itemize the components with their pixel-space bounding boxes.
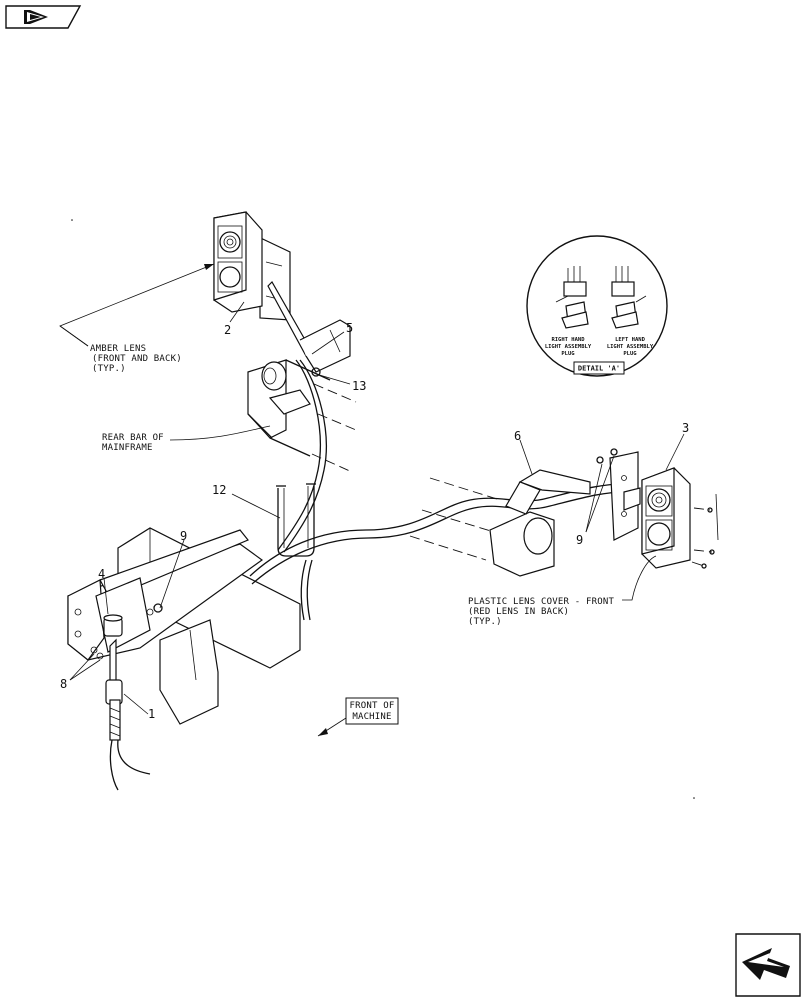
- part-number-5: 5: [346, 321, 353, 335]
- amber-lens-label-line2: (FRONT AND BACK): [92, 354, 182, 364]
- part-number-12: 12: [212, 483, 226, 497]
- part-number-6: 6: [514, 429, 521, 443]
- detail-a-view: RIGHT HAND LIGHT ASSEMBLY PLUG LEFT HAND…: [526, 235, 668, 377]
- part-number-2: 2: [224, 323, 231, 337]
- callout-plastic-lens: PLASTIC LENS COVER - FRONT (RED LENS IN …: [468, 597, 614, 627]
- part-number-4: 4: [98, 567, 105, 581]
- left-plug-label-line3: PLUG: [623, 351, 637, 357]
- part-number-3: 3: [682, 421, 689, 435]
- leader-lines: [59, 219, 695, 799]
- plastic-lens-label-line1: PLASTIC LENS COVER - FRONT: [468, 597, 614, 607]
- right-light-assembly: [409, 448, 719, 577]
- callout-front-of-machine: FRONT OF MACHINE: [345, 697, 399, 725]
- left-plug-label-line2: LIGHT ASSEMBLY: [607, 344, 654, 350]
- detail-a-title: DETAIL 'A': [578, 365, 620, 373]
- main-cable: [249, 483, 627, 621]
- part-number-13: 13: [352, 379, 366, 393]
- callout-rear-bar: REAR BAR OF MAINFRAME: [102, 433, 164, 453]
- part-number-9-right: 9: [576, 533, 583, 547]
- plastic-lens-label-line3: (TYP.): [468, 617, 502, 627]
- previous-page-button[interactable]: [5, 5, 82, 29]
- upper-cable: [276, 359, 327, 557]
- arrow-back-icon: [24, 10, 48, 24]
- arrow-next-icon: [742, 948, 790, 980]
- right-plug-label-line3: PLUG: [561, 351, 575, 357]
- left-plug-label-line1: LEFT HAND: [615, 337, 645, 343]
- part-number-8: 8: [60, 677, 67, 691]
- rear-bar-label-line2: MAINFRAME: [102, 443, 153, 453]
- right-hand-plug-drawing: [555, 266, 589, 329]
- front-of-machine-label-line2: MACHINE: [352, 712, 391, 722]
- plastic-lens-label-line2: (RED LENS IN BACK): [468, 607, 569, 617]
- upper-light-assembly: [213, 211, 351, 373]
- lower-left-frame: [67, 527, 301, 791]
- amber-lens-label-line3: (TYP.): [92, 364, 126, 374]
- callout-amber-lens: AMBER LENS (FRONT AND BACK) (TYP.): [90, 344, 182, 374]
- front-of-machine-label-line1: FRONT OF: [350, 701, 395, 711]
- right-plug-label-line1: RIGHT HAND: [551, 337, 585, 343]
- rear-bar-label-line1: REAR BAR OF: [102, 433, 164, 443]
- left-hand-plug-drawing: [611, 266, 647, 329]
- part-number-1: 1: [148, 707, 155, 721]
- rear-bar-mainframe: [247, 359, 357, 473]
- part-number-labels: 2 5 13 12 9 4 8 1 6 9 3: [60, 321, 689, 721]
- part-number-9-left: 9: [180, 529, 187, 543]
- next-page-button[interactable]: [735, 933, 801, 997]
- amber-lens-label-line1: AMBER LENS: [90, 344, 146, 354]
- right-plug-label-line2: LIGHT ASSEMBLY: [545, 344, 592, 350]
